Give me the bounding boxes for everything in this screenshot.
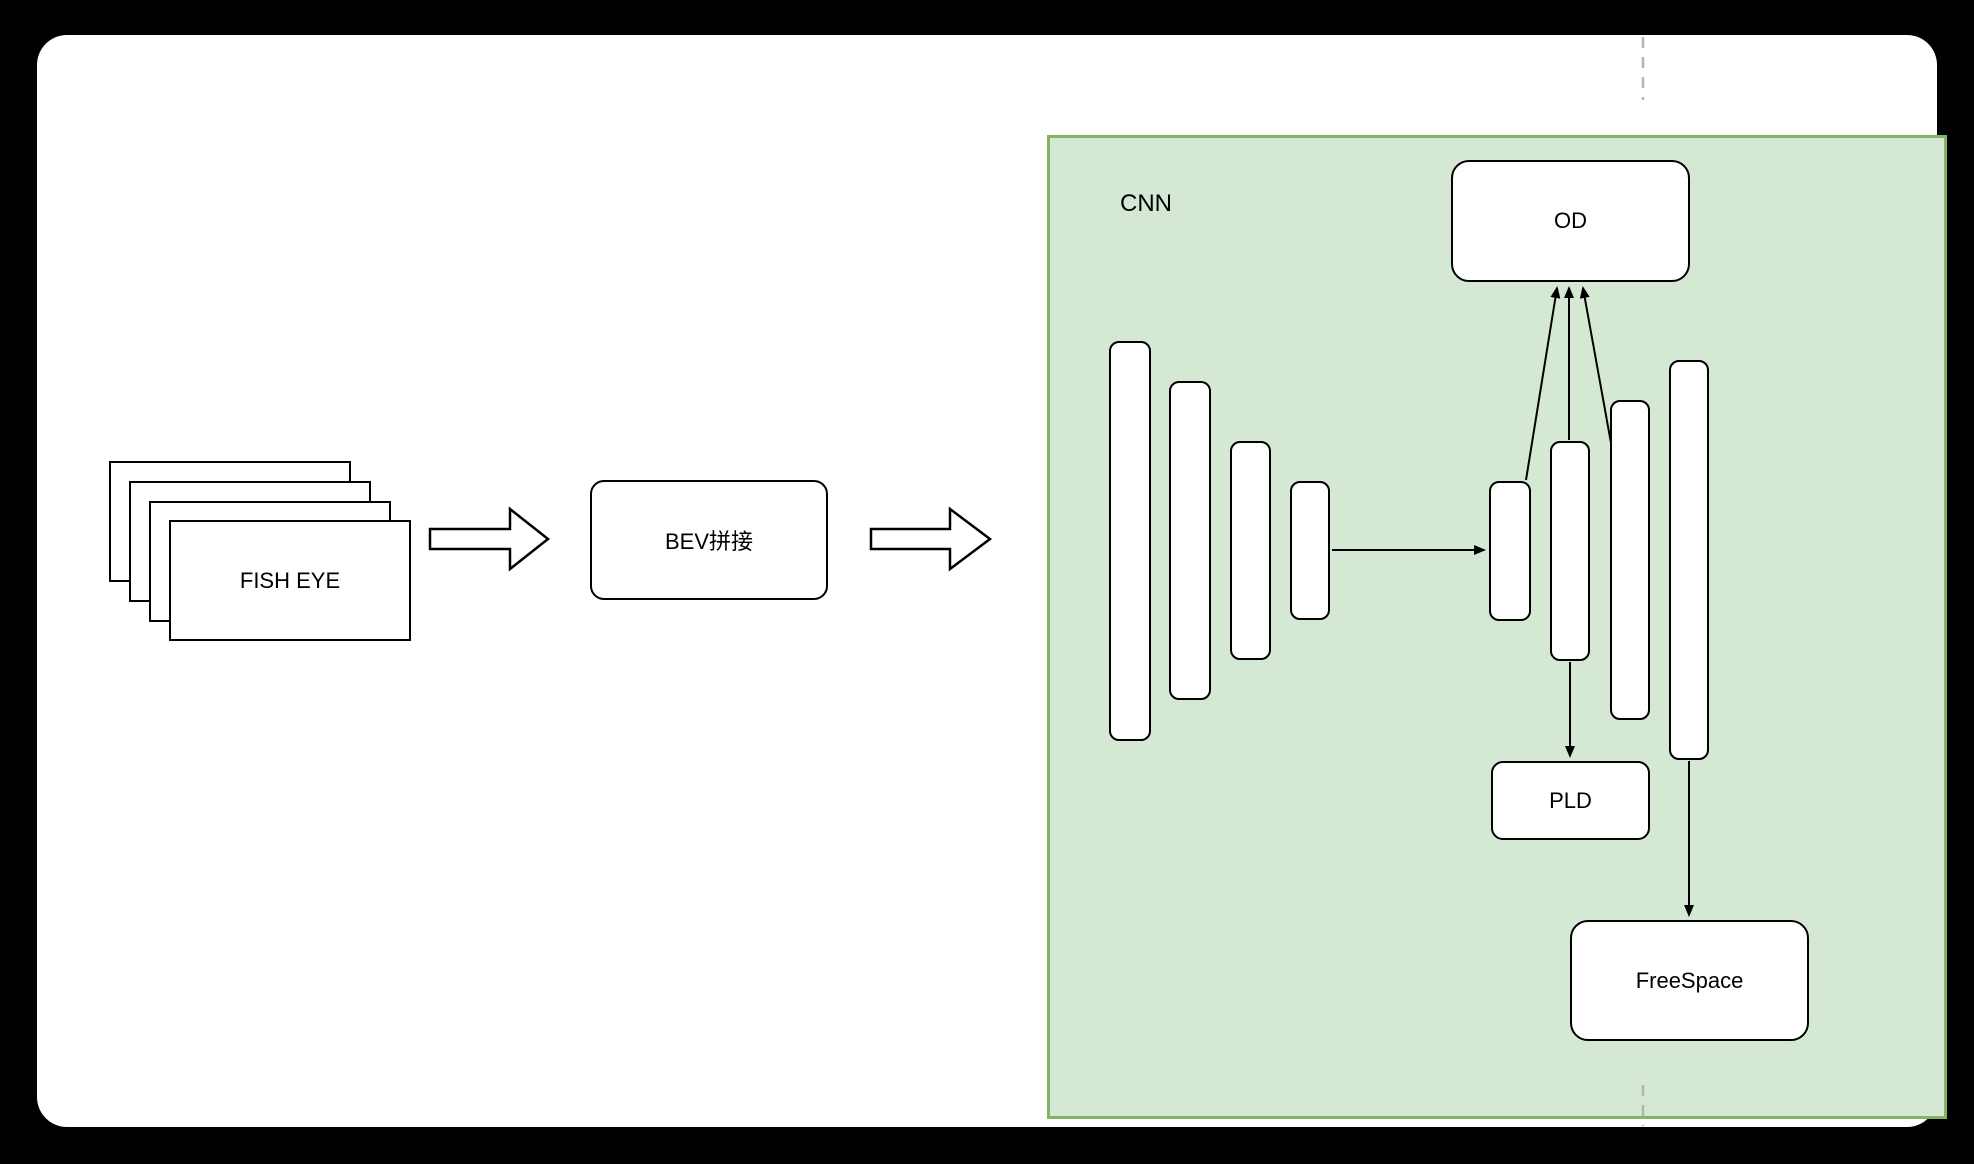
pld-node: PLD: [1491, 761, 1650, 840]
encoder-bar-3: [1230, 441, 1271, 660]
freespace-label: FreeSpace: [1635, 967, 1744, 993]
decoder-bar-1: [1489, 481, 1531, 621]
freespace-node: FreeSpace: [1570, 920, 1809, 1041]
diagram-canvas: FISH EYE BEV拼接 CNN OD PLD FreeSpace: [37, 35, 1947, 1127]
decoder-bar-4: [1669, 360, 1709, 760]
decoder-bar-3: [1610, 400, 1650, 720]
bev-label: BEV拼接: [664, 529, 754, 554]
od-label: OD: [1554, 208, 1587, 233]
encoder-bar-1: [1109, 341, 1151, 741]
decoder-bar-2: [1550, 441, 1590, 661]
od-node: OD: [1451, 160, 1690, 282]
fisheye-card-front: FISH EYE: [169, 520, 411, 641]
fisheye-label: FISH EYE: [239, 567, 341, 593]
cnn-label: CNN: [1120, 190, 1172, 217]
encoder-bar-4: [1290, 481, 1330, 620]
encoder-bar-2: [1169, 381, 1211, 700]
bev-node: BEV拼接: [590, 480, 828, 600]
pld-label: PLD: [1549, 787, 1592, 813]
